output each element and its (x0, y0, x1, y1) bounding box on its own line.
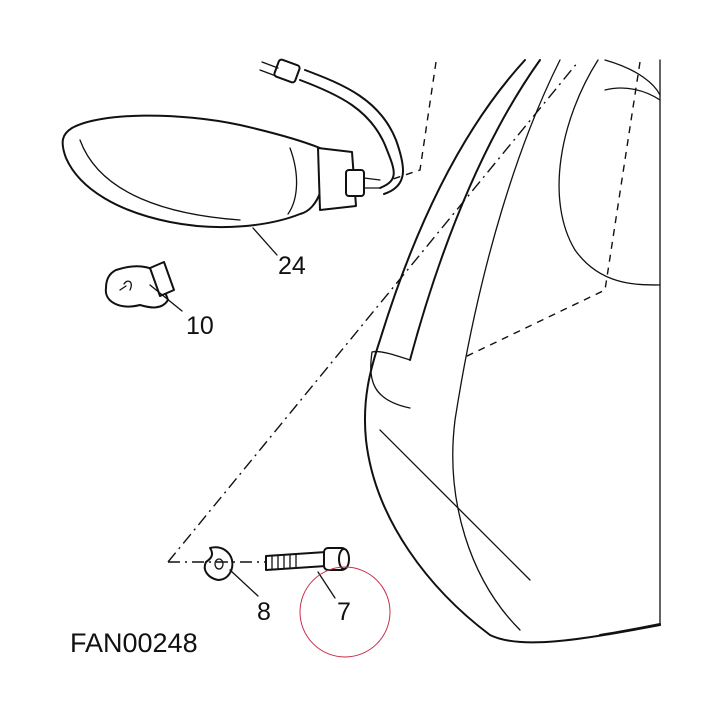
bolt (265, 547, 350, 571)
fairing-panel (363, 59, 661, 644)
bulb (104, 261, 175, 309)
washer (203, 546, 234, 581)
turn-signal-lamp (61, 114, 381, 229)
callout-10: 10 (186, 312, 214, 340)
leader-lines (149, 227, 336, 599)
assembly-lines (167, 61, 641, 563)
figure-code: FAN00248 (70, 628, 198, 658)
callout-24: 24 (278, 252, 306, 280)
highlight-circle (299, 566, 391, 658)
callout-8: 8 (257, 598, 271, 626)
callout-7: 7 (337, 598, 351, 626)
wire-harness (259, 58, 405, 195)
